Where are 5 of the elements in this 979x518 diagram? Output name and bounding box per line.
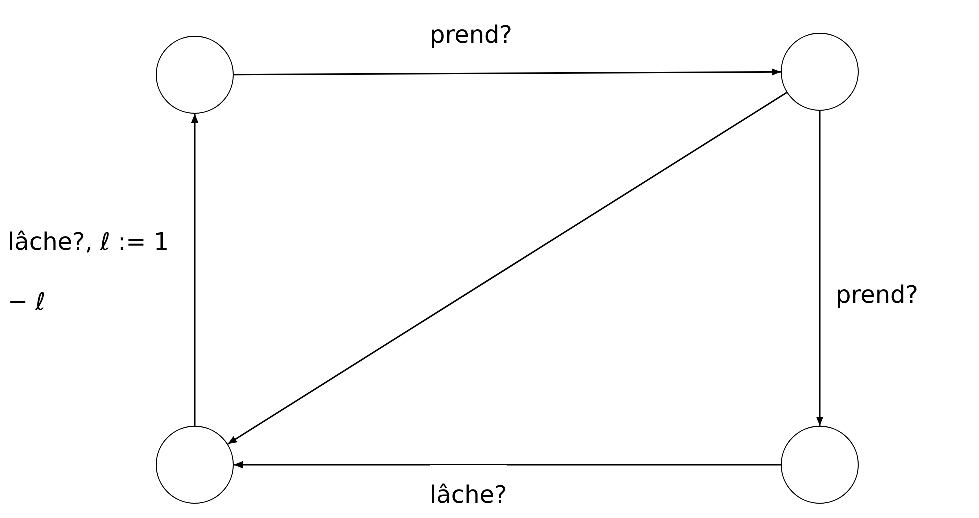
arrow: [234, 68, 781, 76]
arrow: [234, 461, 781, 469]
arrow: [191, 114, 199, 426]
arrow: [228, 92, 788, 445]
arrow: [816, 111, 824, 426]
